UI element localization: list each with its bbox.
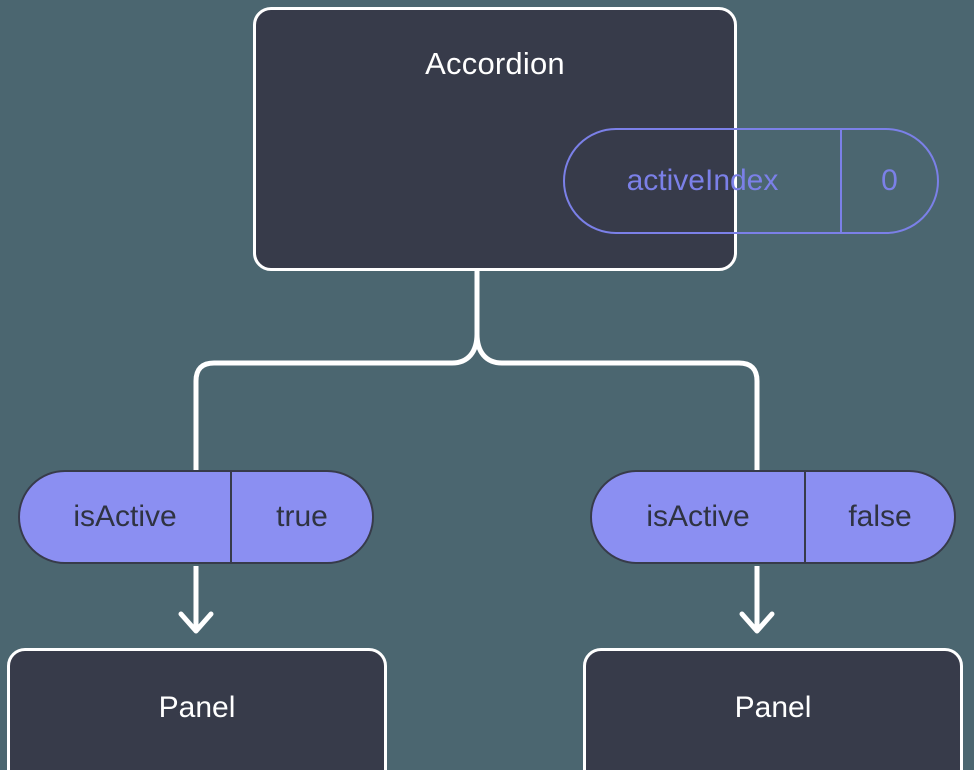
component-title-panel: Panel [158,691,236,724]
state-pill-key: activeIndex [565,130,842,232]
state-pill-active-index[interactable]: activeIndex 0 [563,128,939,234]
component-title-panel: Panel [734,691,812,724]
component-node-panel-left[interactable]: Panel [7,648,387,770]
component-node-panel-right[interactable]: Panel [583,648,963,770]
prop-pill-value: false [848,500,912,533]
state-pill-value: 0 [881,164,898,197]
component-title-accordion: Accordion [425,46,565,81]
prop-pill-key: isActive [20,472,232,562]
prop-pill-is-active-true[interactable]: isActive true [18,470,374,564]
prop-pill-value: true [276,500,328,533]
prop-pill-is-active-false[interactable]: isActive false [590,470,956,564]
prop-pill-key: isActive [592,472,806,562]
component-node-accordion[interactable]: Accordion activeIndex 0 [253,7,939,271]
